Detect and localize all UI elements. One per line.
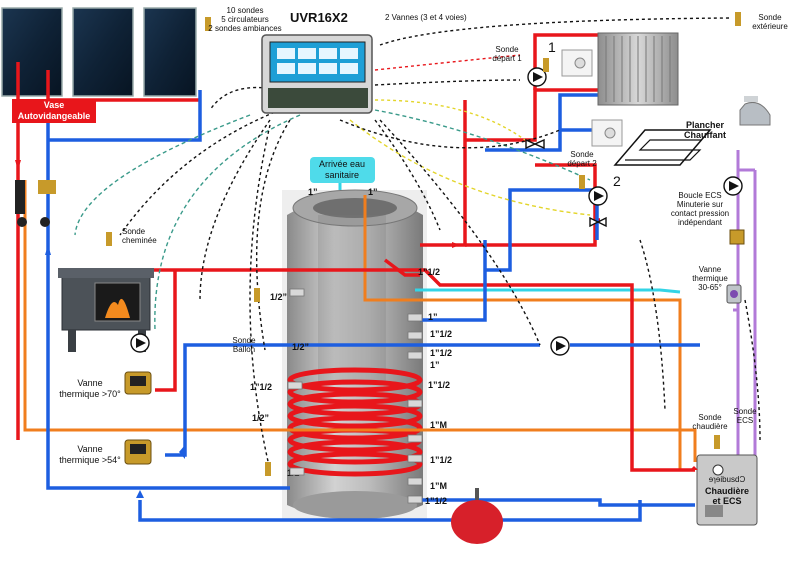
expansion-vessel <box>451 488 503 544</box>
vanne-54-label-1: Vanne <box>77 444 102 454</box>
vase-label-line2: Autovidangeable <box>18 111 91 121</box>
vanne-ecs-label-3: 30-65° <box>698 283 722 292</box>
solar-panels <box>1 7 197 97</box>
sonde-chaudiere-label-2: chaudière <box>692 422 728 431</box>
port-label: 1”1/2 <box>425 496 447 506</box>
chaudiere-label-2: et ECS <box>712 496 741 506</box>
sonde-ecs-label-2: ECS <box>737 416 753 425</box>
vanne-70-label-1: Vanne <box>77 378 102 388</box>
vanne-70-label-2: thermique >70° <box>59 389 121 399</box>
faucet-icon <box>739 96 771 126</box>
sonde-chaudiere-label-1: Sonde <box>698 413 722 422</box>
port-label: 1/2” <box>292 342 309 352</box>
port-label: 1” <box>368 187 378 197</box>
flow-arrows <box>15 160 698 498</box>
chaudiere-label-1: Chaudière <box>705 486 749 496</box>
chaudiere-brand: ɘɿɘibusdƆ <box>709 475 746 484</box>
port-label: 1”1/2 <box>430 455 452 465</box>
port-label: 1” <box>428 312 438 322</box>
sonde-ballon-label-1: Sonde <box>232 336 256 345</box>
sonde-depart2-label-2: départ 2 <box>567 159 597 168</box>
plancher-label-1: Plancher <box>686 120 725 130</box>
arrivee-label-line2: sanitaire <box>325 170 359 180</box>
sonde-depart1-label-1: Sonde <box>495 45 519 54</box>
radiator <box>597 32 679 106</box>
sonde-ballon-label-2: Ballon <box>233 345 255 354</box>
port-label: 1/2” <box>252 413 269 423</box>
brass-fitting <box>729 229 745 245</box>
room-thermostat-2[interactable] <box>591 119 623 147</box>
port-label: 1”1/2 <box>428 380 450 390</box>
mixing-valve[interactable] <box>525 138 545 150</box>
thermostatic-valve-70[interactable] <box>124 371 152 395</box>
vanne-ecs-label-2: thermique <box>692 274 728 283</box>
port-label: 1” <box>430 360 440 370</box>
controller-spec-3: 2 sondes ambiances <box>208 24 281 33</box>
port-label: 1”1/2 <box>430 329 452 339</box>
buffer-tank <box>282 189 427 520</box>
circulator-pump[interactable] <box>550 336 570 356</box>
boucle-ecs-label-3: contact pression <box>671 209 729 218</box>
sonde-depart2-label-1: Sonde <box>570 150 594 159</box>
sensor-wires <box>74 17 761 471</box>
port-label: 1”1/2 <box>418 267 440 277</box>
boucle-ecs-label-1: Boucle ECS <box>678 191 721 200</box>
port-label: 1”M <box>430 420 447 430</box>
tank-port-stubs <box>287 288 423 504</box>
controller-title: UVR16X2 <box>290 10 348 25</box>
boiler <box>696 454 758 526</box>
port-label: 1”1/2 <box>430 348 452 358</box>
vanne-ecs-label-1: Vanne <box>699 265 722 274</box>
plancher-label-2: Chauffant <box>684 130 726 140</box>
solar-pump-station <box>15 180 56 227</box>
sonde-cheminee-label-2: cheminée <box>122 236 157 245</box>
vanne-54-label-2: thermique >54° <box>59 455 121 465</box>
vase-label-line1: Vase <box>44 100 65 110</box>
boucle-ecs-label-4: indépendant <box>678 218 723 227</box>
boucle-ecs-label-2: Minuterie sur <box>677 200 724 209</box>
room-thermostat-1[interactable] <box>561 49 593 77</box>
arrivee-label: Arrivée eau sanitaire <box>310 157 375 183</box>
vase-label: Vase Autovidangeable <box>12 99 96 123</box>
port-label: 1/2” <box>270 292 287 302</box>
circulator-pump[interactable] <box>527 67 547 87</box>
circulator-pump[interactable] <box>130 333 150 353</box>
port-label: 1” <box>308 187 318 197</box>
port-label: 1”1/2 <box>250 382 272 392</box>
pipes-other <box>23 150 757 470</box>
thermostatic-valve-54[interactable] <box>124 439 152 465</box>
controller-spec-2: 5 circulateurs <box>221 15 269 24</box>
mixing-valve[interactable] <box>589 216 607 228</box>
circuit-number-2: 2 <box>613 173 621 189</box>
sonde-depart1-label-2: départ 1 <box>492 54 522 63</box>
sonde-ecs-label-1: Sonde <box>733 407 757 416</box>
underfloor-heating <box>613 129 712 166</box>
arrivee-label-line1: Arrivée eau <box>319 159 365 169</box>
controller-valves: 2 Vannes (3 et 4 voies) <box>385 13 467 22</box>
thermostatic-valve-ecs[interactable] <box>726 284 742 304</box>
temperature-sensor <box>106 12 741 476</box>
sonde-exterieure-label-2: extérieure <box>752 22 788 31</box>
circulator-pump[interactable] <box>588 186 608 206</box>
pipes-cold <box>46 90 700 522</box>
sonde-cheminee-label-1: Sonde <box>122 227 146 236</box>
circuit-number-1: 1 <box>548 39 556 55</box>
solar-coil <box>287 367 423 477</box>
port-label: 1”M <box>430 481 447 491</box>
circulator-pump[interactable] <box>723 176 743 196</box>
controller-spec-1: 10 sondes <box>227 6 264 15</box>
controller-unit[interactable] <box>261 34 373 114</box>
sonde-exterieure-label-1: Sonde <box>758 13 782 22</box>
